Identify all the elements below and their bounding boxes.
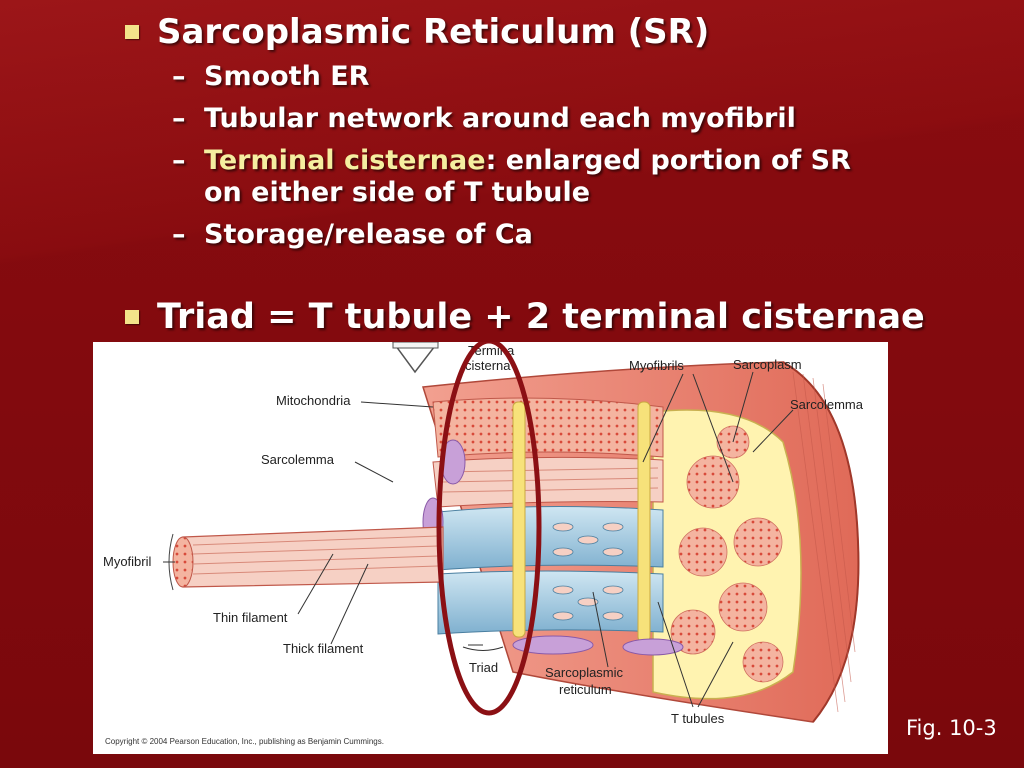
muscle-fiber-diagram: Termina cisterna Myofibrils Sarcoplasm S…: [103, 342, 864, 746]
sub-bullet-text: Smooth ER: [204, 61, 370, 92]
copyright-text: Copyright © 2004 Pearson Education, Inc.…: [105, 737, 384, 746]
label-sarcolemma-left: Sarcolemma: [261, 452, 335, 467]
label-t-tubules: T tubules: [671, 711, 725, 726]
bullet-triad: Triad = T tubule + 2 terminal cisternae: [125, 297, 925, 337]
cross-section-face: [652, 409, 802, 700]
bullet-square-icon: [125, 310, 139, 324]
muscle-fiber-figure: Termina cisterna Myofibrils Sarcoplasm S…: [93, 342, 888, 754]
label-thick-filament: Thick filament: [283, 641, 364, 656]
triad-highlight-ellipse: [436, 342, 542, 716]
sub-bullet-text: : enlarged portion of SR: [485, 145, 851, 176]
bullet-list: Sarcoplasmic Reticulum (SR) –Smooth ER –…: [0, 0, 1024, 340]
t-tubule-opening-arrow: [392, 342, 439, 374]
label-mitochondria: Mitochondria: [276, 393, 351, 408]
bullet-sarcoplasmic-reticulum: Sarcoplasmic Reticulum (SR): [125, 12, 709, 52]
highlight-terminal-cisternae: Terminal cisternae: [204, 145, 486, 176]
label-myofibril: Myofibril: [103, 554, 152, 569]
leader-lines: [163, 371, 794, 708]
protruding-myofibril: [168, 526, 444, 591]
label-thin-filament: Thin filament: [213, 610, 288, 625]
dash: –: [172, 61, 186, 92]
dash: –: [172, 219, 186, 250]
bullet-text: Sarcoplasmic Reticulum (SR): [157, 12, 710, 52]
sub-bullet-smooth-er: –Smooth ER: [172, 62, 369, 92]
sub-bullet-terminal-cisternae: –Terminal cisternae: enlarged portion of…: [172, 146, 851, 176]
sub-bullet-text: on either side of T tubule: [204, 177, 591, 208]
dash: –: [172, 145, 186, 176]
bullet-text: Triad = T tubule + 2 terminal cisternae: [157, 297, 925, 337]
label-sarcoplasm: Sarcoplasm: [733, 357, 802, 372]
sub-bullet-tubular-network: –Tubular network around each myofibril: [172, 104, 796, 134]
sub-bullet-text: Storage/release of Ca: [204, 219, 533, 250]
sub-bullet-storage-release: –Storage/release of Ca: [172, 220, 533, 250]
label-triad: Triad: [469, 660, 498, 675]
dash: –: [172, 103, 186, 134]
sub-bullet-text: Tubular network around each myofibril: [204, 103, 796, 134]
label-sarcolemma-right: Sarcolemma: [790, 397, 864, 412]
label-sarcoplasmic-reticulum-1: Sarcoplasmic: [545, 665, 624, 680]
label-myofibrils: Myofibrils: [629, 358, 684, 373]
figure-caption: Fig. 10-3: [906, 716, 997, 740]
sub-bullet-terminal-cisternae-line2: on either side of T tubule: [204, 178, 590, 208]
bullet-square-icon: [125, 25, 139, 39]
label-sarcoplasmic-reticulum-2: reticulum: [559, 682, 612, 697]
label-terminal-cisternae-2: cisterna: [465, 358, 511, 373]
myofibril-rows: [422, 397, 684, 656]
